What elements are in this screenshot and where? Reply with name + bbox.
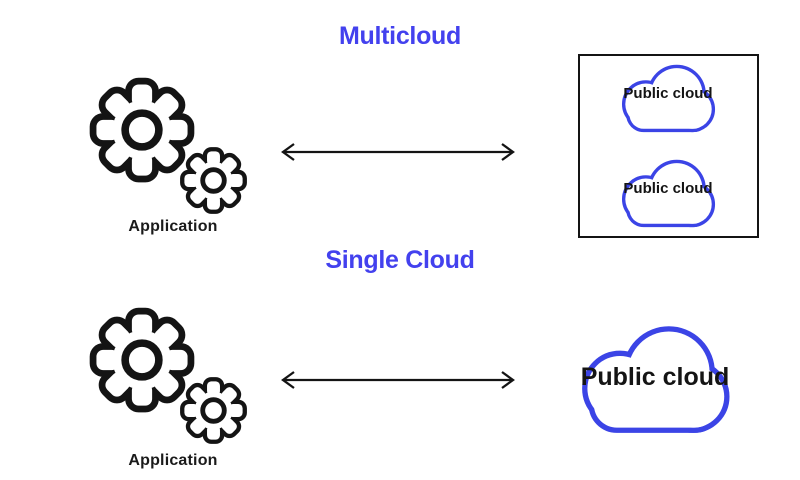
gear-small-icon [179, 376, 248, 445]
public-cloud-icon: Public cloud [618, 64, 718, 136]
single-cloud-title: Single Cloud [325, 246, 475, 274]
multicloud-title: Multicloud [339, 22, 461, 50]
bidirectional-arrow-icon [281, 371, 515, 389]
application-label: Application [128, 218, 218, 235]
public-cloud-icon: Public cloud [574, 325, 736, 439]
public-cloud-label: Public cloud [623, 85, 713, 102]
public-cloud-label: Public cloud [580, 363, 730, 391]
public-cloud-label: Public cloud [623, 180, 713, 197]
public-cloud-icon: Public cloud [618, 159, 718, 231]
application-label: Application [128, 452, 218, 469]
bidirectional-arrow-icon [281, 143, 515, 161]
gear-small-icon [179, 146, 248, 215]
